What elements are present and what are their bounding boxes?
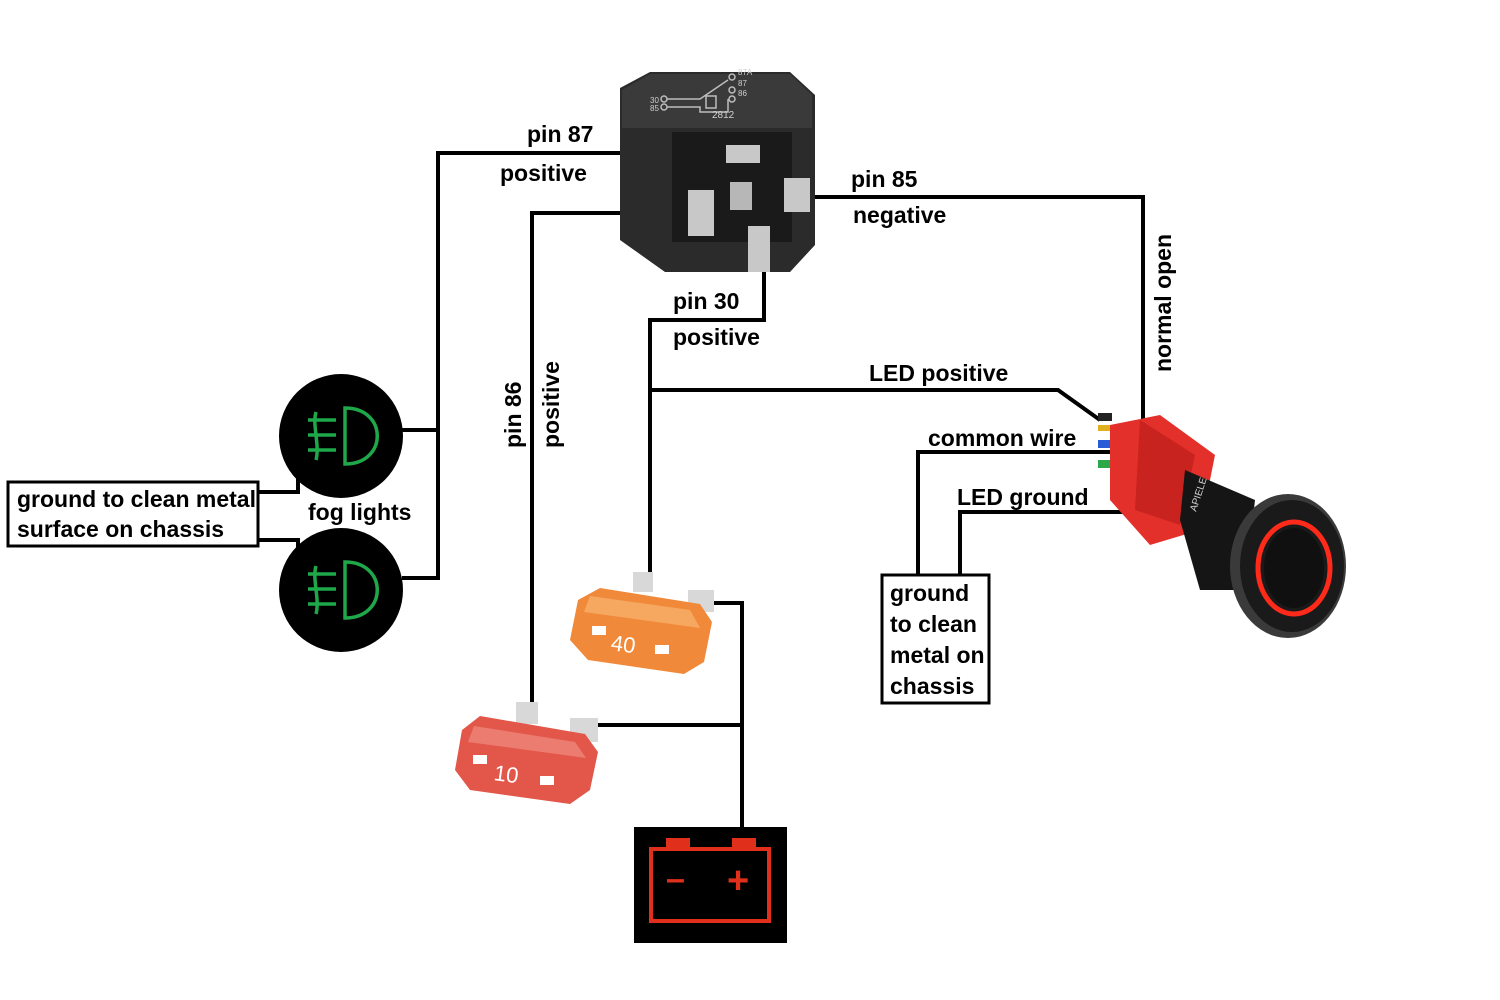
relay-face-87: 87 [738,79,747,88]
relay-face-model: 2812 [712,110,735,121]
switch-wire-black [1098,413,1112,421]
wire-large-fuse-battery [714,601,744,828]
switch-connector-shade [1135,420,1195,525]
wire-pin-85 [812,195,1145,425]
battery-plus: + [727,860,749,902]
fuse-10: 10 [455,702,598,804]
switch-ground-line1: ground [890,580,969,606]
relay-terminal-85 [784,178,810,212]
pin-86-polarity: positive [538,361,564,448]
fuse-10-blade-left [516,702,538,724]
led-push-switch: APIELE [1098,413,1346,638]
pin-85-label: pin 85 [851,166,918,192]
pin-30-label: pin 30 [673,288,739,314]
fuse-40-rating: 40 [609,630,637,658]
relay-schematic-icon [660,73,736,113]
relay-terminal-86 [688,190,714,236]
switch-wire-green [1098,460,1112,468]
fuse-10-contact-left [473,755,487,764]
led-ground-label: LED ground [957,484,1089,510]
pin-86-label: pin 86 [500,382,526,448]
switch-button-face [1264,528,1324,608]
fog-light-icon [308,406,379,466]
switch-ground-line2: to clean [890,611,977,637]
relay: 30 85 87A 87 86 2812 [620,68,815,272]
wire-pin-87 [402,151,720,580]
pin-87-polarity: positive [500,160,587,186]
pin-30-polarity: positive [673,324,760,350]
switch-led-ring [1255,519,1333,617]
fog-light-icon [308,560,379,620]
fuse-40-contact-right [655,645,669,654]
wire-led-ground [958,510,1130,575]
pin-85-polarity: negative [853,202,946,228]
fog-light-top [279,374,403,498]
led-positive-label: LED positive [869,360,1008,386]
relay-face-30: 30 [650,96,659,105]
wire-pin-30 [648,270,766,580]
relay-face-87a: 87A [738,68,753,77]
common-wire-label: common wire [928,425,1076,451]
normal-open-label: normal open [1150,234,1176,372]
relay-face-85: 85 [650,104,659,113]
fuse-40: 40 [570,572,714,674]
relay-face-86: 86 [738,89,747,98]
battery-icon: – + [634,827,787,943]
battery-minus: – [666,860,685,898]
fog-light-bottom [279,528,403,652]
fuse-10-contact-right [540,776,554,785]
fuse-10-top [468,726,586,758]
wire-common [916,450,1110,575]
fuse-10-rating: 10 [492,760,520,788]
switch-ground-line4: chassis [890,673,974,699]
relay-terminal-30 [748,226,770,272]
switch-ground-box: ground to clean metal on chassis [880,573,991,705]
wire-fog-ground-bottom [258,538,300,548]
fog-lights-label: fog lights [308,499,411,525]
relay-terminal-87 [726,145,760,163]
fuse-40-top [584,596,700,628]
switch-wire-blue [1098,440,1112,448]
fog-ground-line1: ground to clean metal [17,486,256,512]
fog-ground-line2: surface on chassis [17,516,224,542]
wire-led-positive [650,388,1102,422]
relay-top-face [622,74,812,128]
fuse-40-contact-left [592,626,606,635]
fog-ground-box: ground to clean metal surface on chassis [6,480,260,548]
switch-wire-yellow [1098,425,1112,431]
switch-ground-line3: metal on [890,642,985,668]
pin-87-label: pin 87 [527,121,593,147]
relay-terminal-87a [730,182,752,210]
fuse-40-blade-left [633,572,653,592]
